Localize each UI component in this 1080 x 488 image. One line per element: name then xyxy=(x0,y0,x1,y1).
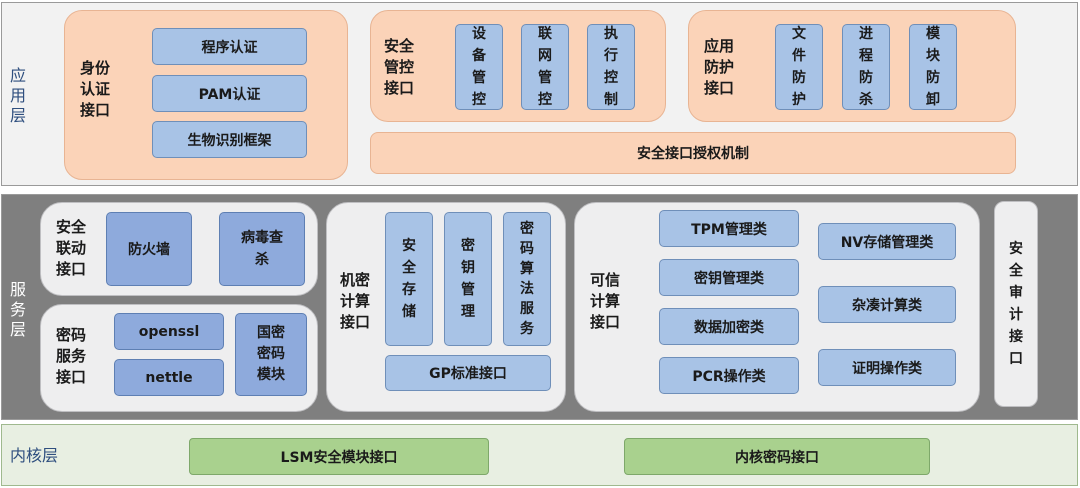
attestation-operation-box: 证明操作类 xyxy=(818,349,956,386)
auth-mechanism-bar: 安全接口授权机制 xyxy=(370,132,1016,174)
national-crypto-module-box: 国密 密码 模块 xyxy=(235,313,307,396)
antivirus-box: 病毒查 杀 xyxy=(219,212,305,286)
pam-auth-box: PAM认证 xyxy=(152,75,307,112)
openssl-box: openssl xyxy=(114,313,224,350)
crypto-algorithm-service-box: 密 码 算 法 服 务 xyxy=(503,212,551,346)
key-management-box: 密 钥 管 理 xyxy=(444,212,492,346)
identity-auth-label: 身份 认证 接口 xyxy=(80,59,111,119)
security-control-label: 安全 管控 接口 xyxy=(384,37,415,97)
module-protection-box: 模 块 防 卸 xyxy=(909,24,957,110)
secure-storage-box: 安 全 存 储 xyxy=(385,212,433,346)
service-layer-label: 服 务 层 xyxy=(9,280,26,339)
program-auth-box: 程序认证 xyxy=(152,28,307,65)
file-protection-box: 文 件 防 护 xyxy=(775,24,823,110)
lsm-interface-box: LSM安全模块接口 xyxy=(189,438,489,475)
device-control-box: 设 备 管 控 xyxy=(455,24,503,110)
hash-computation-box: 杂凑计算类 xyxy=(818,286,956,323)
tpm-management-box: TPM管理类 xyxy=(659,210,799,247)
kernel-crypto-interface-box: 内核密码接口 xyxy=(624,438,930,475)
pcr-operation-box: PCR操作类 xyxy=(659,357,799,394)
nettle-box: nettle xyxy=(114,359,224,396)
application-layer-label: 应 用 层 xyxy=(9,66,26,125)
firewall-box: 防火墙 xyxy=(106,212,192,286)
kernel-layer-label: 内核层 xyxy=(10,446,59,465)
trusted-computing-label: 可信 计算 接口 xyxy=(590,271,621,331)
security-audit-interface-box: 安 全 审 计 接 口 xyxy=(994,201,1038,407)
security-linkage-label: 安全 联动 接口 xyxy=(56,218,87,278)
confidential-computing-label: 机密 计算 接口 xyxy=(340,271,371,331)
execution-control-box: 执 行 控 制 xyxy=(587,24,635,110)
app-protection-label: 应用 防护 接口 xyxy=(704,37,735,97)
network-control-box: 联 网 管 控 xyxy=(521,24,569,110)
nv-storage-box: NV存储管理类 xyxy=(818,223,956,260)
process-protection-box: 进 程 防 杀 xyxy=(842,24,890,110)
biometric-framework-box: 生物识别框架 xyxy=(152,121,307,158)
crypto-service-label: 密码 服务 接口 xyxy=(56,326,87,386)
gp-standard-interface-box: GP标准接口 xyxy=(385,355,551,391)
key-management-class-box: 密钥管理类 xyxy=(659,259,799,296)
data-encryption-box: 数据加密类 xyxy=(659,308,799,345)
